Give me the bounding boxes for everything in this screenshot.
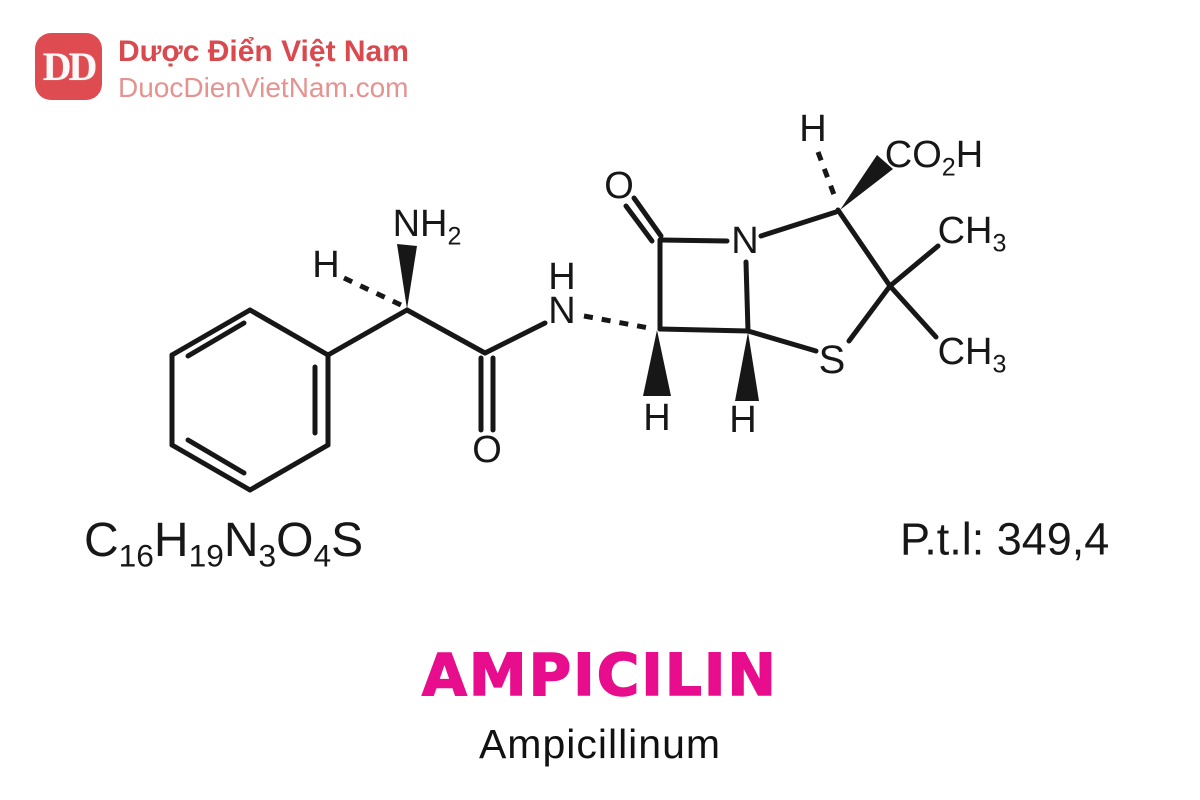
brand-text: Dược Điển Việt Nam DuocDienVietNam.com: [118, 33, 409, 104]
atom-label-h-amide: H: [548, 256, 576, 298]
atom-label-h-c6: H: [643, 397, 671, 439]
atom-label-n-amide: N: [548, 290, 576, 332]
atom-label-ch3-lower: CH3: [937, 331, 1007, 379]
brand-url: DuocDienVietNam.com: [118, 72, 409, 103]
molecular-weight: P.t.l: 349,4: [900, 513, 1110, 565]
drug-latin-name: Ampicillinum: [478, 721, 722, 767]
atom-label-h-c5: H: [729, 399, 757, 441]
atom-label-o-amide: O: [472, 429, 502, 471]
drug-name: AMPICILIN: [421, 640, 778, 710]
thiazolidine-ring: [745, 207, 941, 354]
side-chain-bonds: [325, 307, 548, 433]
atom-label-s: S: [818, 338, 846, 382]
site-logo: DD: [35, 33, 102, 100]
brand-title: Dược Điển Việt Nam: [118, 35, 409, 68]
logo-dd-monogram: DD: [42, 44, 98, 89]
benzene-ring: [169, 307, 331, 493]
atom-label-h-top: H: [799, 108, 827, 150]
atom-label-nh2: NH2: [392, 203, 462, 251]
atom-label-ch3-upper: CH3: [937, 210, 1007, 258]
atom-label-h-chiral: H: [312, 244, 340, 286]
site-header: DD Dược Điển Việt Nam DuocDienVietNam.co…: [35, 33, 409, 104]
atom-label-o-lactam: O: [604, 165, 634, 207]
molecular-formula: C16H19N3O4S: [84, 514, 364, 574]
caption: AMPICILIN Ampicillinum: [0, 640, 1200, 768]
beta-lactam-ring: [623, 195, 751, 334]
atom-label-n-ring: N: [731, 220, 759, 262]
atom-label-co2h: CO2H: [884, 134, 984, 182]
wedge-stereo-bonds: [397, 155, 893, 401]
dashed-stereo-bonds: [342, 151, 839, 331]
